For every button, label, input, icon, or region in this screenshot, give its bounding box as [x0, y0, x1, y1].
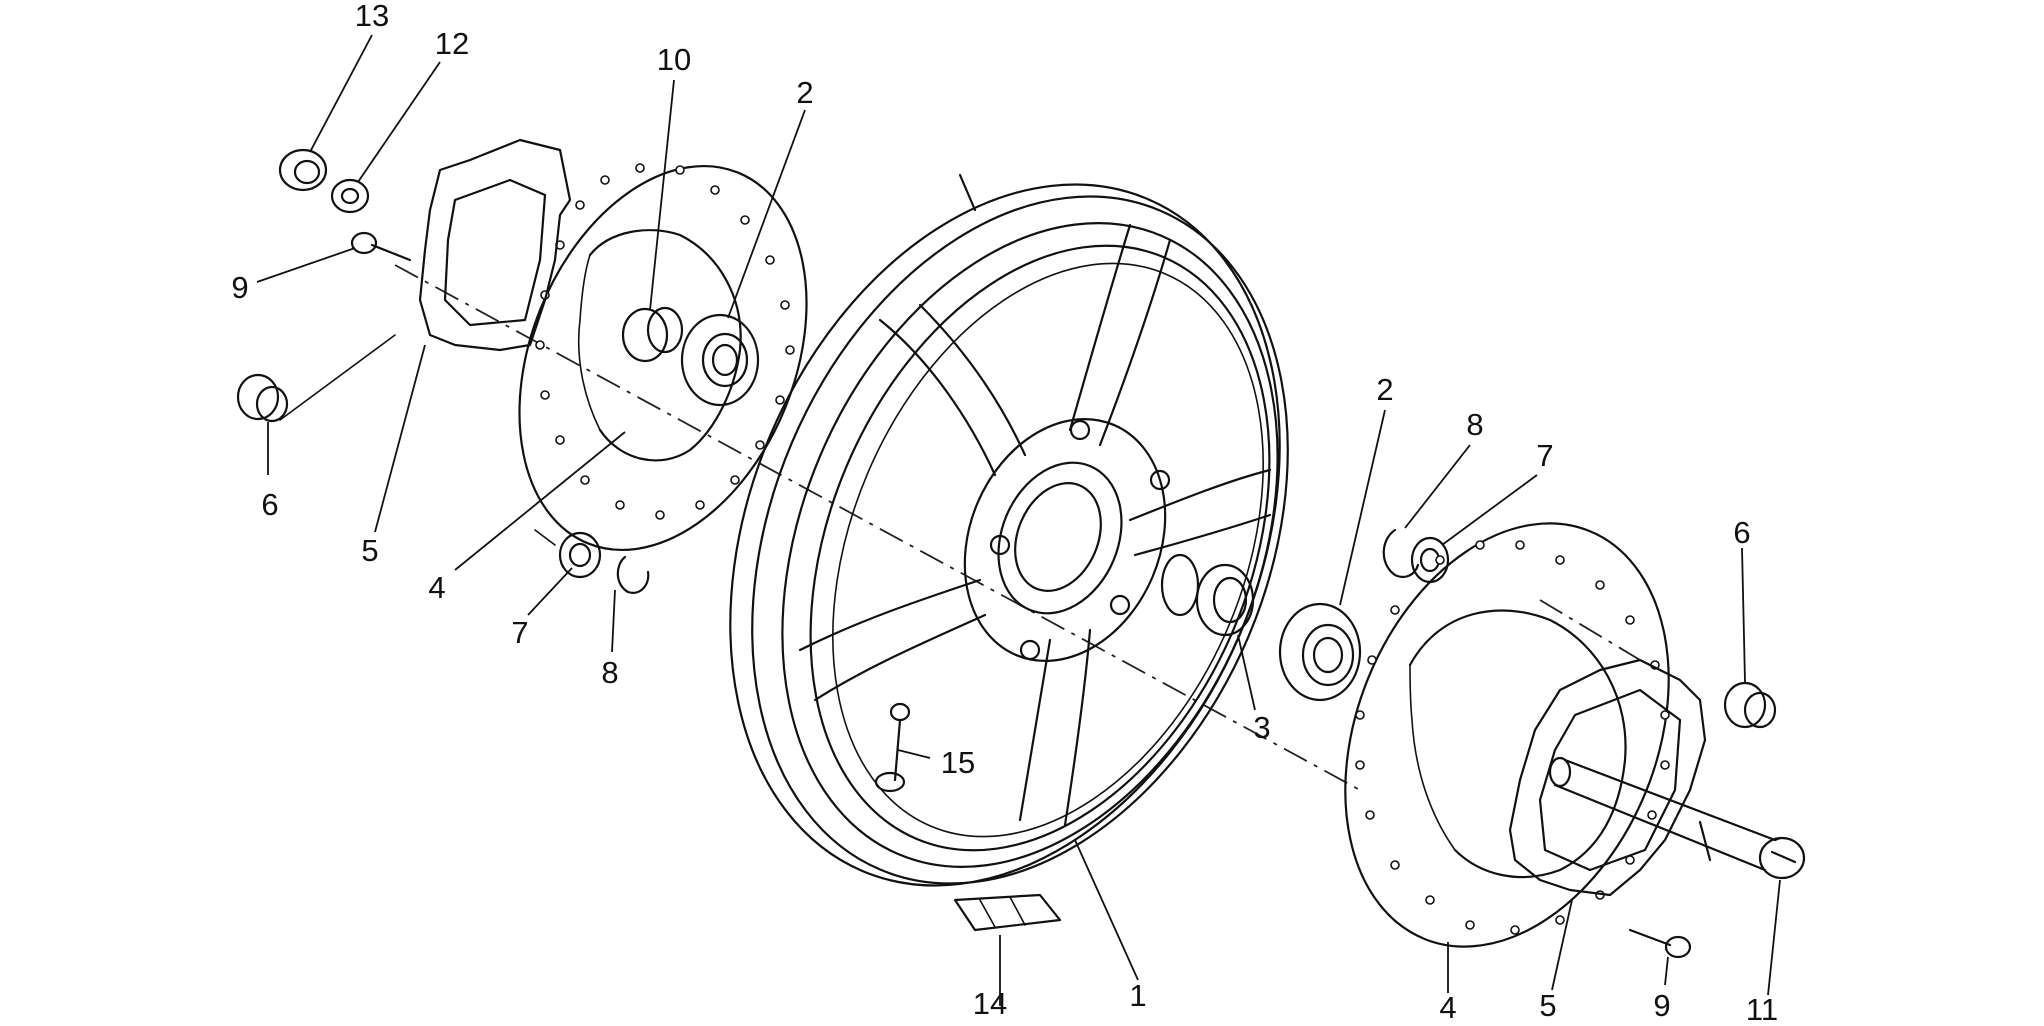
- callout-6-right: 6: [1733, 515, 1750, 550]
- callout-4-left: 4: [428, 570, 445, 605]
- right-disc-holes: [1355, 540, 1670, 935]
- callout-labels: 13 12 10 2 9 6 5 4 7 8 15 3 2 8 7 6 14 1…: [231, 0, 1778, 1026]
- wheel-axle: [1548, 756, 1806, 880]
- wheel-hub: [963, 417, 1171, 663]
- callout-1: 1: [1129, 978, 1146, 1013]
- callout-3: 3: [1253, 710, 1270, 745]
- callout-6-left: 6: [261, 487, 278, 522]
- callout-7-left: 7: [511, 615, 528, 650]
- wheel-spokes: [798, 223, 1272, 827]
- callout-12: 12: [435, 26, 469, 61]
- callout-2-left: 2: [796, 75, 813, 110]
- callout-14: 14: [973, 986, 1007, 1021]
- left-small-parts: [236, 148, 760, 594]
- left-carrier-plate: [418, 138, 572, 352]
- callout-leader-lines: [256, 34, 1781, 1006]
- right-carrier-plate: [1508, 658, 1707, 897]
- callout-8-left: 8: [601, 655, 618, 690]
- callout-15: 15: [941, 745, 975, 780]
- callout-8-right: 8: [1466, 407, 1483, 442]
- callout-4-right: 4: [1439, 990, 1456, 1025]
- callout-9-right: 9: [1653, 988, 1670, 1023]
- callout-5-right: 5: [1539, 988, 1556, 1023]
- axis-line: [394, 264, 1641, 791]
- left-brake-disc: [518, 163, 808, 552]
- callout-5-left: 5: [361, 533, 378, 568]
- callout-2-right: 2: [1376, 372, 1393, 407]
- callout-9-left: 9: [231, 270, 248, 305]
- wheel-rim: [729, 173, 1289, 887]
- callout-7-right: 7: [1536, 438, 1553, 473]
- callout-10: 10: [657, 42, 691, 77]
- right-brake-disc: [1344, 522, 1670, 948]
- callout-11: 11: [1746, 992, 1778, 1026]
- left-disc-holes: [535, 163, 795, 520]
- callout-13: 13: [355, 0, 389, 33]
